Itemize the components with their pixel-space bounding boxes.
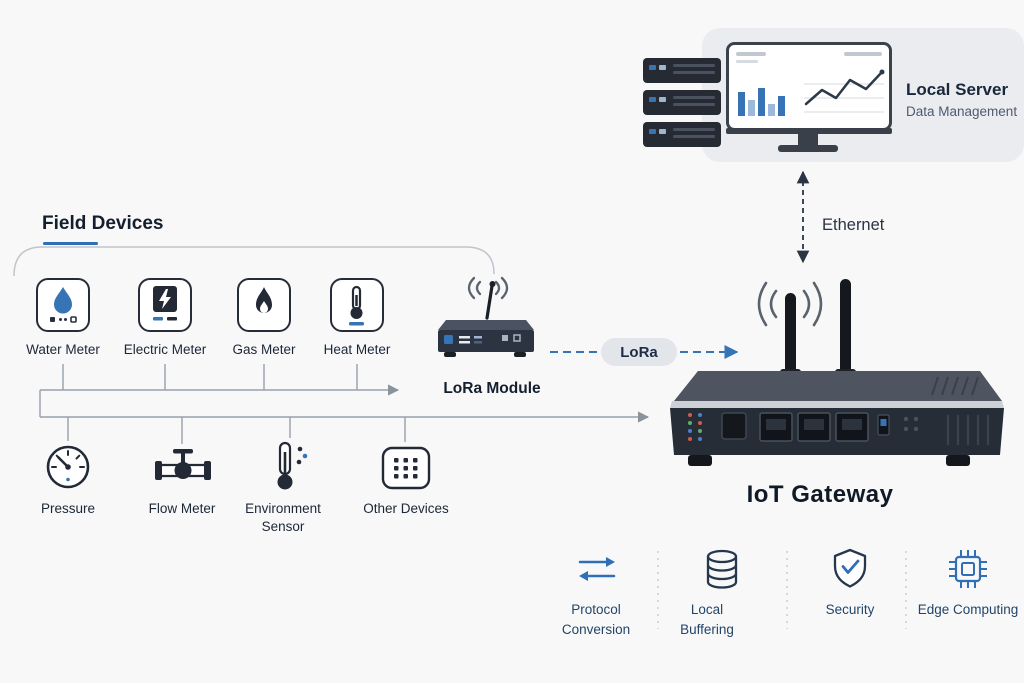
pressure-label: Pressure [40,501,96,516]
heat-meter-box [330,278,384,332]
local-buffering-icon [706,549,738,589]
security-label: Security [825,602,875,617]
gas-meter-box [237,278,291,332]
other-devices-icon [381,446,431,490]
local-server-title: Local Server [906,80,1009,99]
gas-meter-label: Gas Meter [232,342,296,357]
server-rack-icon [643,58,721,147]
lora-module-label: LoRa Module [443,380,541,397]
edge-computing-label: Edge Computing [917,602,1019,617]
edge-computing-icon [949,550,987,588]
ethernet-label: Ethernet [822,216,885,234]
local-server-subtitle: Data Management [906,104,1018,119]
electric-meter-label: Electric Meter [123,342,207,357]
other-devices-label: Other Devices [363,501,449,516]
electric-meter-icon [153,286,177,321]
monitor-dashboard-icon [726,42,892,152]
electric-meter-box [138,278,192,332]
water-meter-icon [50,287,77,323]
iot-gateway-icon [670,279,1004,466]
protocol-conversion-label: Protocol Conversion [561,602,631,638]
pressure-gauge-icon [46,445,90,489]
field-devices-title: Field Devices [42,213,164,234]
lora-badge: LoRa [601,338,677,366]
gas-meter-icon [256,287,272,313]
feature-dividers [657,551,907,629]
lora-module-icon [438,276,534,357]
water-meter-label: Water Meter [26,342,100,357]
flow-meter-icon [155,449,211,480]
protocol-conversion-icon [578,557,616,581]
field-devices-bracket [13,246,495,277]
water-meter-box [36,278,90,332]
heat-meter-label: Heat Meter [323,342,391,357]
flow-meter-label: Flow Meter [148,501,216,516]
environment-sensor-label: Environment Sensor [245,501,321,534]
local-buffering-label: Local Buffering [680,602,734,638]
field-devices-underline [43,242,98,245]
security-icon [833,548,867,588]
iot-gateway-label: IoT Gateway [746,481,894,508]
environment-sensor-icon [277,441,308,490]
heat-meter-icon [349,285,364,326]
